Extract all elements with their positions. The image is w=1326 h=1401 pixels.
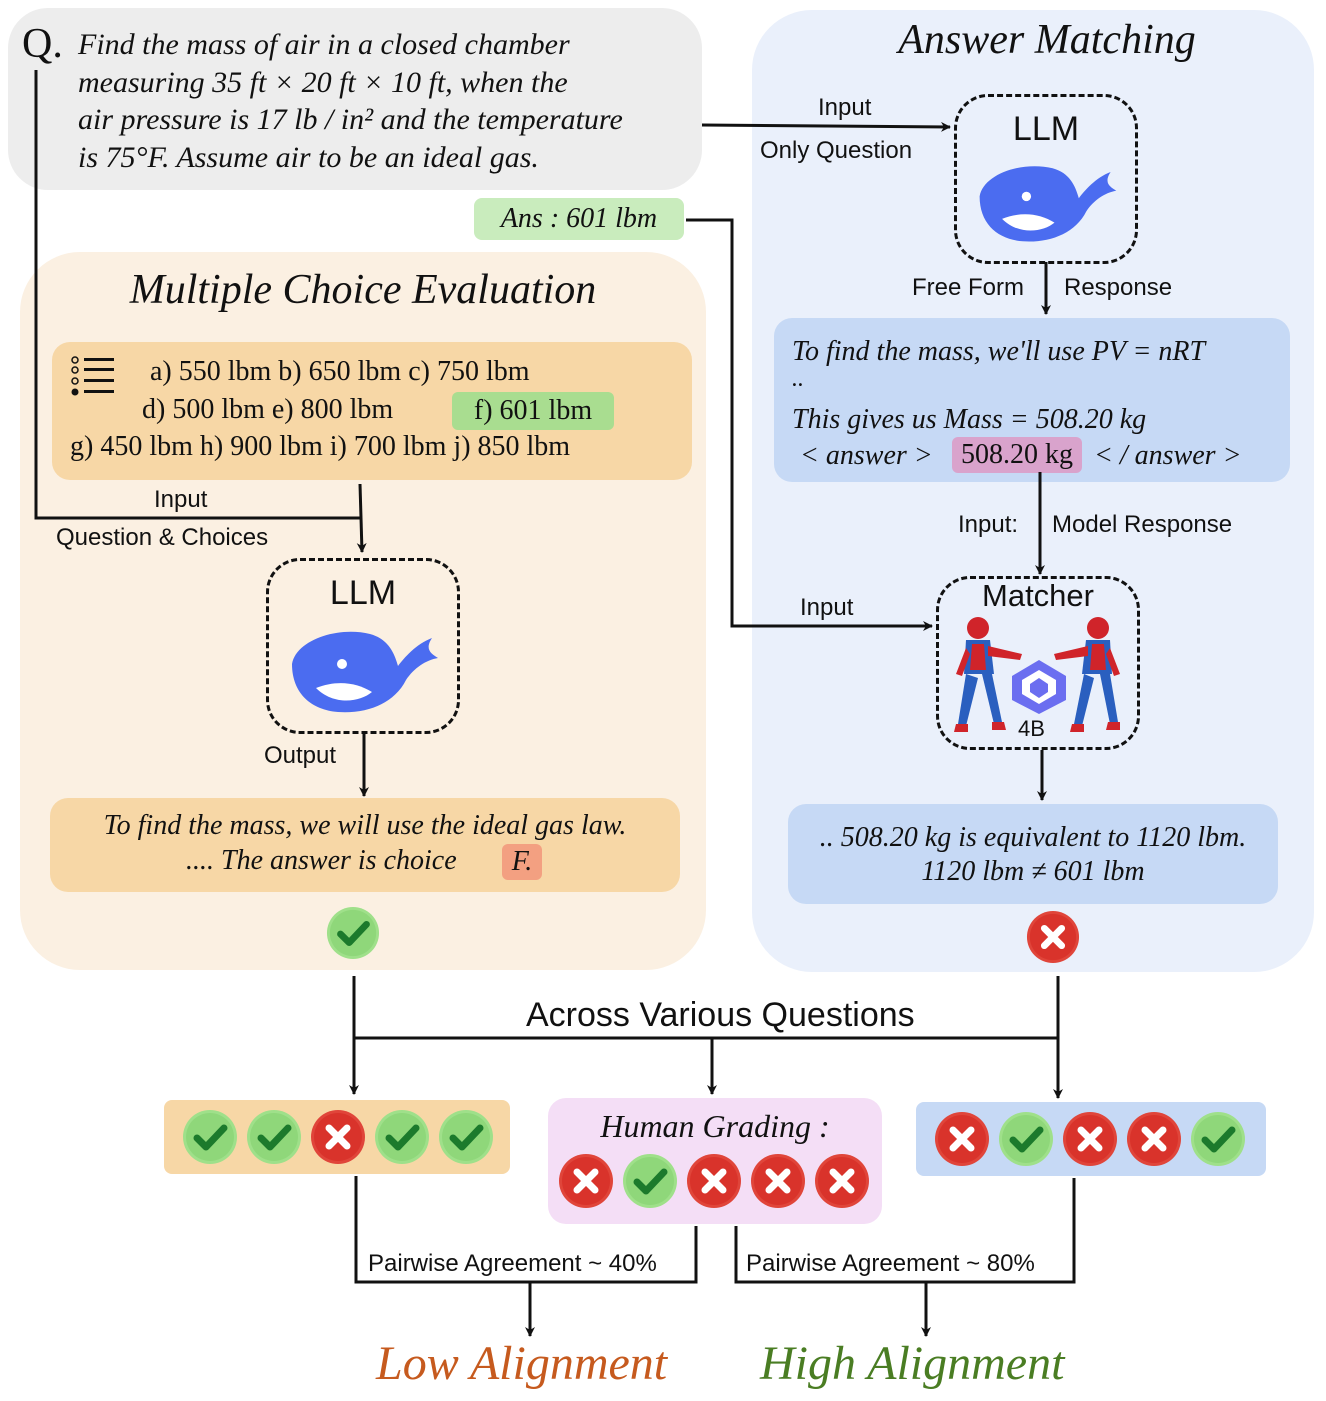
correct-choice: f) 601 lbm bbox=[452, 392, 614, 430]
am-llm-label: LLM bbox=[1012, 110, 1080, 148]
check-icon bbox=[998, 1111, 1054, 1167]
mc-question-choices-label: Question & Choices bbox=[56, 524, 269, 551]
human-grades bbox=[558, 1153, 870, 1209]
choices-line-2: d) 500 lbm e) 800 lbm bbox=[142, 394, 394, 425]
am-response-line-2: .. bbox=[792, 366, 804, 392]
question-line-2: measuring 35 ft × 20 ft × 10 ft, when th… bbox=[78, 65, 568, 99]
high-alignment-label: High Alignment bbox=[760, 1337, 1065, 1390]
am-response-line-3: This gives us Mass = 508.20 kg bbox=[792, 404, 1147, 435]
mc-response-line-2: .... The answer is choice bbox=[186, 845, 457, 876]
question-line-3: air pressure is 17 lb / in² and the temp… bbox=[78, 103, 623, 136]
response-label: Response bbox=[1064, 274, 1173, 301]
cross-icon bbox=[558, 1153, 614, 1209]
check-icon bbox=[246, 1109, 302, 1165]
cross-icon bbox=[750, 1153, 806, 1209]
mc-input-label: Input bbox=[154, 486, 208, 513]
cross-icon bbox=[1062, 1111, 1118, 1167]
matcher-input-label: Input bbox=[800, 594, 854, 621]
choices-line-3: g) 450 lbm h) 900 lbm i) 700 lbm j) 850 … bbox=[70, 431, 571, 462]
model-response-label: Model Response bbox=[1052, 511, 1233, 538]
answer-key: Ans : 601 lbm bbox=[474, 198, 684, 240]
question-label: Q. bbox=[22, 21, 63, 67]
matcher-size: 4B bbox=[1018, 716, 1045, 741]
question-line-1: Find the mass of air in a closed chamber bbox=[78, 28, 570, 61]
am-result-box bbox=[788, 804, 1278, 904]
matcher-box bbox=[936, 576, 1140, 750]
am-result-cross-icon bbox=[1026, 910, 1080, 964]
mc-result-check-icon bbox=[326, 906, 380, 960]
am-only-question-label: Only Question bbox=[760, 137, 913, 164]
human-grading-label: Human Grading : bbox=[600, 1108, 830, 1144]
mc-output-label: Output bbox=[264, 742, 337, 769]
am-input-label: Input bbox=[818, 94, 872, 121]
am-grades bbox=[934, 1111, 1246, 1167]
am-result-line-2: 1120 lbm ≠ 601 lbm bbox=[921, 856, 1145, 887]
whale-icon bbox=[979, 166, 1117, 242]
agreement-low-label: Pairwise Agreement ~ 40% bbox=[368, 1250, 657, 1277]
check-icon bbox=[374, 1109, 430, 1165]
cross-icon bbox=[814, 1153, 870, 1209]
question-text: Find the mass of air in a closed chamber… bbox=[78, 26, 623, 176]
am-result-line-1: .. 508.20 kg is equivalent to 1120 lbm. bbox=[819, 822, 1247, 853]
mc-llm-label: LLM bbox=[329, 574, 397, 612]
matcher-label: Matcher bbox=[982, 578, 1094, 613]
mc-response-choice: F. bbox=[502, 844, 542, 880]
list-icon bbox=[71, 356, 114, 396]
answer-open-tag: < answer > bbox=[800, 440, 933, 471]
mc-response-line-1: To find the mass, we will use the ideal … bbox=[103, 810, 627, 841]
check-icon bbox=[622, 1153, 678, 1209]
cross-icon bbox=[686, 1153, 742, 1209]
mc-response-box bbox=[50, 798, 680, 892]
cross-icon bbox=[310, 1109, 366, 1165]
agreement-high-label: Pairwise Agreement ~ 80% bbox=[746, 1250, 1035, 1277]
cross-icon bbox=[1126, 1111, 1182, 1167]
cross-icon bbox=[934, 1111, 990, 1167]
extracted-answer: 508.20 kg bbox=[952, 437, 1082, 473]
qwen-logo-icon bbox=[1012, 660, 1066, 714]
spider-man-right-icon bbox=[1054, 617, 1120, 732]
question-line-4: is 75°F. Assume air to be an ideal gas. bbox=[78, 140, 539, 174]
spider-man-left-icon bbox=[954, 617, 1022, 732]
check-icon bbox=[182, 1109, 238, 1165]
check-icon bbox=[1190, 1111, 1246, 1167]
choices-line-1: a) 550 lbm b) 650 lbm c) 750 lbm bbox=[150, 356, 530, 387]
low-alignment-label: Low Alignment bbox=[376, 1337, 668, 1390]
free-form-label: Free Form bbox=[912, 274, 1025, 301]
across-questions-label: Across Various Questions bbox=[526, 996, 915, 1034]
check-icon bbox=[438, 1109, 494, 1165]
mc-title: Multiple Choice Evaluation bbox=[129, 267, 597, 313]
whale-icon bbox=[292, 631, 438, 713]
mc-grades bbox=[182, 1109, 494, 1165]
am-response-line-1: To find the mass, we'll use PV = nRT bbox=[792, 336, 1206, 367]
question-panel bbox=[8, 8, 702, 190]
am-title: Answer Matching bbox=[898, 17, 1196, 63]
answer-close-tag: < / answer > bbox=[1094, 440, 1242, 471]
model-response-input-label: Input: bbox=[958, 511, 1019, 538]
